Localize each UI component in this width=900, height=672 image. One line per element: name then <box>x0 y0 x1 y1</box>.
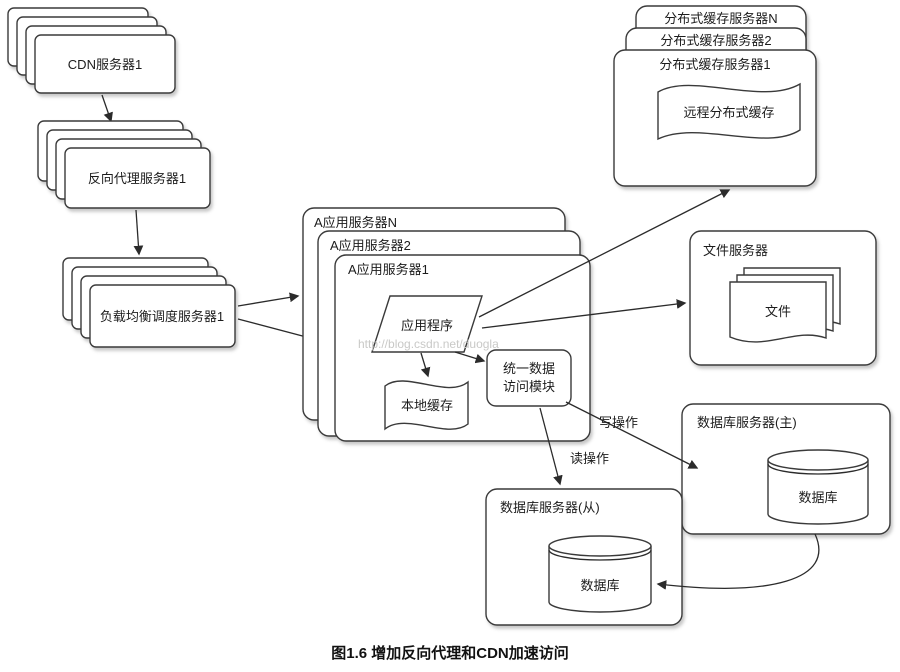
figure-caption: 图1.6 增加反向代理和CDN加速访问 <box>331 644 569 662</box>
db-server-master: 数据库服务器(主) 数据库 <box>681 403 891 535</box>
app-server-stack: A应用服务器N A应用服务器2 A应用服务器1 应用程序 本地缓存 统一数据 访… <box>302 207 591 442</box>
write-operation-label: 写操作 <box>599 415 638 430</box>
arrow-master-replication-to-slave <box>656 533 820 590</box>
reverse-proxy-stack: 反向代理服务器1 <box>37 120 211 209</box>
file-label: 文件 <box>765 304 791 319</box>
arrow-read-to-slave <box>539 407 563 486</box>
arrow-app-to-dist-cache <box>478 189 731 318</box>
local-cache-label: 本地缓存 <box>401 398 453 413</box>
db-slave-cylinder-top <box>548 535 652 557</box>
watermark-text: http://blog.csdn.net/duogla <box>358 337 499 351</box>
distributed-cache-stack: 分布式缓存服务器N 分布式缓存服务器2 分布式缓存服务器1 远程分布式缓存 <box>613 5 817 187</box>
file-server-label: 文件服务器 <box>703 243 768 258</box>
application-label: 应用程序 <box>401 318 453 333</box>
arrow-app-to-local-cache <box>420 352 431 378</box>
dist-cache-n-label: 分布式缓存服务器N <box>664 11 777 26</box>
arrow-lb-to-app-n <box>237 292 300 307</box>
db-slave-label: 数据库服务器(从) <box>500 500 600 515</box>
dist-cache-2-label: 分布式缓存服务器2 <box>660 33 771 48</box>
cdn-box <box>34 34 176 94</box>
remote-cache-shape <box>657 82 801 141</box>
reverse-proxy-label: 反向代理服务器1 <box>88 171 186 186</box>
application-parallelogram <box>371 295 483 353</box>
arrow-app-to-file-server <box>481 299 687 329</box>
arrow-cdn-to-proxy <box>101 94 113 123</box>
db-server-slave: 数据库服务器(从) 数据库 <box>485 488 683 626</box>
db-slave-cylinder-body <box>548 546 652 613</box>
arrow-write-to-master <box>565 401 699 469</box>
db-slave-db-label: 数据库 <box>580 578 619 593</box>
db-master-cylinder-body <box>767 460 869 525</box>
data-access-module-box <box>486 349 572 407</box>
db-master-db-label: 数据库 <box>798 490 837 505</box>
file-server: 文件服务器 文件 <box>689 230 877 366</box>
app-server-n-label: A应用服务器N <box>314 215 397 230</box>
data-access-module-line2: 访问模块 <box>503 379 555 394</box>
load-balancer-box <box>89 284 236 348</box>
load-balancer-stack: 负载均衡调度服务器1 <box>62 257 236 348</box>
cdn-server-stack: CDN服务器1 <box>7 7 176 94</box>
local-cache-shape <box>384 380 469 431</box>
remote-cache-label: 远程分布式缓存 <box>683 105 774 120</box>
data-access-module-line1: 统一数据 <box>503 361 555 376</box>
db-master-cylinder-ring <box>767 463 869 475</box>
arrow-app-to-data-access <box>454 351 486 364</box>
app-server-1-label: A应用服务器1 <box>348 262 429 277</box>
load-balancer-label: 负载均衡调度服务器1 <box>100 309 224 324</box>
cdn-label: CDN服务器1 <box>68 57 142 72</box>
db-slave-cylinder-ring <box>548 549 652 561</box>
read-operation-label: 读操作 <box>570 451 609 466</box>
file-doc-front <box>729 281 827 343</box>
db-master-cylinder-top <box>767 449 869 471</box>
dist-cache-1-label: 分布式缓存服务器1 <box>659 57 770 72</box>
app-server-2-label: A应用服务器2 <box>330 238 411 253</box>
db-master-label: 数据库服务器(主) <box>697 415 797 430</box>
arrow-proxy-to-lb <box>133 209 144 256</box>
reverse-proxy-box <box>64 147 211 209</box>
